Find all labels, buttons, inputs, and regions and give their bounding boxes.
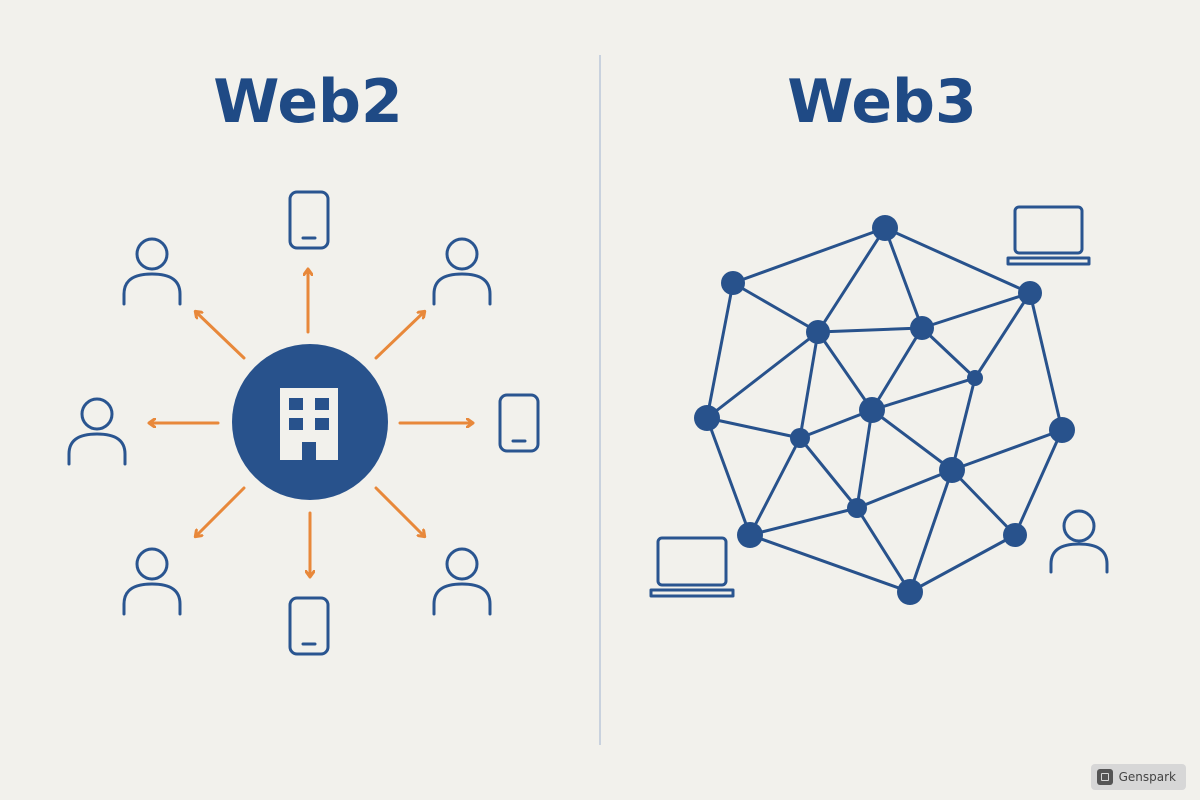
arrow-down-right	[374, 486, 424, 536]
network-node	[897, 579, 923, 605]
network-edge	[705, 416, 752, 537]
genspark-logo-icon	[1096, 769, 1113, 785]
network-edge	[883, 226, 924, 330]
network-edge	[816, 226, 887, 334]
arrows	[150, 270, 472, 576]
network-edge	[870, 408, 954, 472]
network-edges	[705, 226, 1064, 594]
user-icon	[122, 547, 182, 616]
network-edge	[816, 326, 924, 334]
network-edge	[798, 436, 859, 510]
arrow-up-left	[196, 312, 246, 360]
network-node	[939, 457, 965, 483]
phone-icon	[288, 596, 330, 656]
network-nodes	[694, 215, 1075, 605]
network-edge	[950, 376, 977, 472]
network-edge	[816, 330, 874, 412]
network-edge	[731, 281, 820, 334]
arrow-up-right	[374, 312, 424, 360]
network-node	[967, 370, 983, 386]
network-node	[694, 405, 720, 431]
network-edge	[950, 428, 1064, 472]
user-icon	[432, 547, 492, 616]
user-icon	[432, 237, 492, 306]
network-edge	[908, 533, 1017, 594]
genspark-badge: Genspark	[1090, 764, 1186, 790]
network-node	[721, 271, 745, 295]
network-node	[847, 498, 867, 518]
network-edge	[1013, 428, 1064, 537]
network-edge	[705, 416, 802, 440]
building-icon	[280, 388, 338, 460]
network-node	[872, 215, 898, 241]
network-edge	[920, 326, 977, 380]
network-edge	[855, 468, 954, 510]
phone-icon	[288, 190, 330, 250]
user-icon	[122, 237, 182, 306]
network-node	[1003, 523, 1027, 547]
network-node	[790, 428, 810, 448]
network-edge	[920, 291, 1032, 330]
network-edge	[748, 436, 802, 537]
network-edge	[855, 408, 874, 510]
network-node	[1049, 417, 1075, 443]
network-edge	[1028, 291, 1064, 432]
web2-title: Web2	[213, 67, 402, 137]
web2-centralized-diagram	[67, 190, 540, 656]
network-edge	[883, 226, 1032, 295]
network-edge	[870, 376, 977, 412]
network-node	[737, 522, 763, 548]
network-node	[910, 316, 934, 340]
laptop-icon	[1006, 205, 1091, 266]
web3-title: Web3	[787, 67, 976, 137]
central-server	[232, 344, 388, 500]
network-node	[1018, 281, 1042, 305]
network-edge	[705, 281, 735, 420]
phone-icon	[498, 393, 540, 453]
network-edge	[950, 468, 1017, 537]
network-edge	[870, 326, 924, 412]
network-edge	[748, 506, 859, 537]
web3-decentralized-diagram	[649, 205, 1109, 605]
network-edge	[731, 226, 887, 285]
network-node	[806, 320, 830, 344]
badge-label: Genspark	[1118, 770, 1176, 784]
network-node	[859, 397, 885, 423]
user-icon	[67, 397, 127, 466]
network-edge	[798, 330, 820, 440]
network-edge	[973, 291, 1032, 380]
network-edge	[705, 330, 820, 420]
user-icon	[1049, 509, 1109, 574]
network-edge	[748, 533, 912, 594]
network-edge	[908, 468, 954, 594]
laptop-icon	[649, 536, 735, 598]
network-edge	[855, 506, 912, 594]
arrow-down-left	[196, 486, 246, 536]
